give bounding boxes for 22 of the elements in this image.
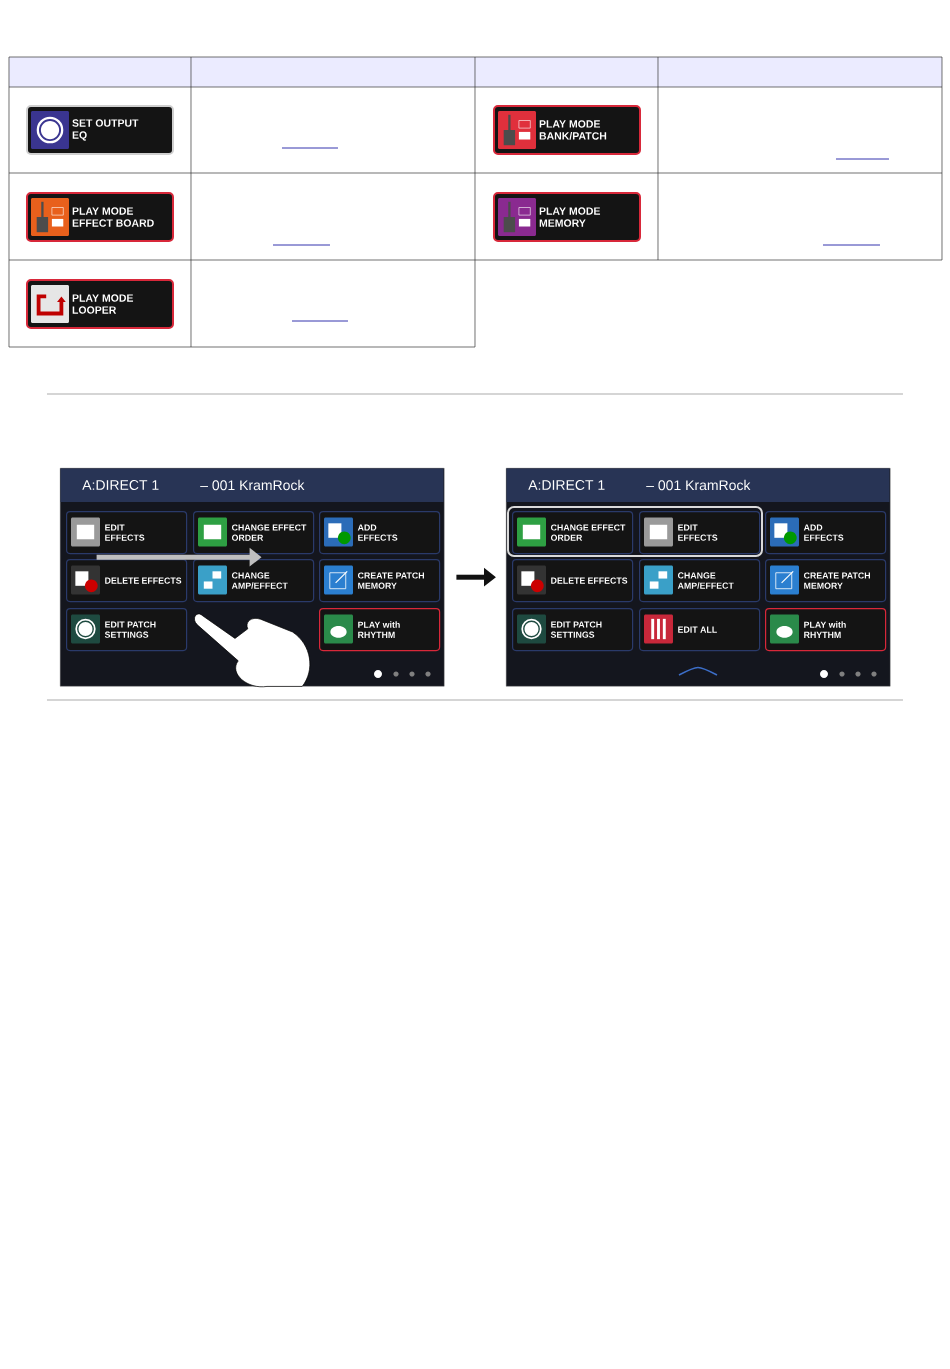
screen-button: DELETE EFFECTS — [66, 559, 188, 603]
screen-button: CHANGE EFFECT ORDER — [193, 511, 315, 555]
screen-button: CREATE PATCH MEMORY — [765, 559, 887, 603]
screen-button: CREATE PATCH MEMORY — [319, 559, 441, 603]
screen-button: EDIT PATCH SETTINGS — [512, 608, 634, 652]
screen-button: EDIT EFFECTS — [66, 511, 188, 555]
menu-button: PLAY MODE MEMORY — [493, 192, 641, 242]
menu-button: PLAY MODE EFFECT BOARD — [26, 192, 174, 242]
screen-button: PLAY with RHYTHM — [319, 608, 441, 652]
screen-button: EDIT EFFECTS — [639, 511, 761, 555]
menu-button: SET OUTPUT EQ — [26, 105, 174, 155]
screen-button: ADD EFFECTS — [765, 511, 887, 555]
menu-button: PLAY MODE LOOPER — [26, 279, 174, 329]
screen-button: CHANGE AMP/EFFECT — [193, 559, 315, 603]
screen-button: CHANGE AMP/EFFECT — [639, 559, 761, 603]
screen-button: CHANGE EFFECT ORDER — [512, 511, 634, 555]
menu-button: PLAY MODE BANK/PATCH — [493, 105, 641, 155]
screen-button: PLAY with RHYTHM — [765, 608, 887, 652]
screen-button: EDIT ALL — [639, 608, 761, 652]
screen-button: ADD EFFECTS — [319, 511, 441, 555]
screen-button: DELETE EFFECTS — [512, 559, 634, 603]
screen-button: EDIT PATCH SETTINGS — [66, 608, 188, 652]
